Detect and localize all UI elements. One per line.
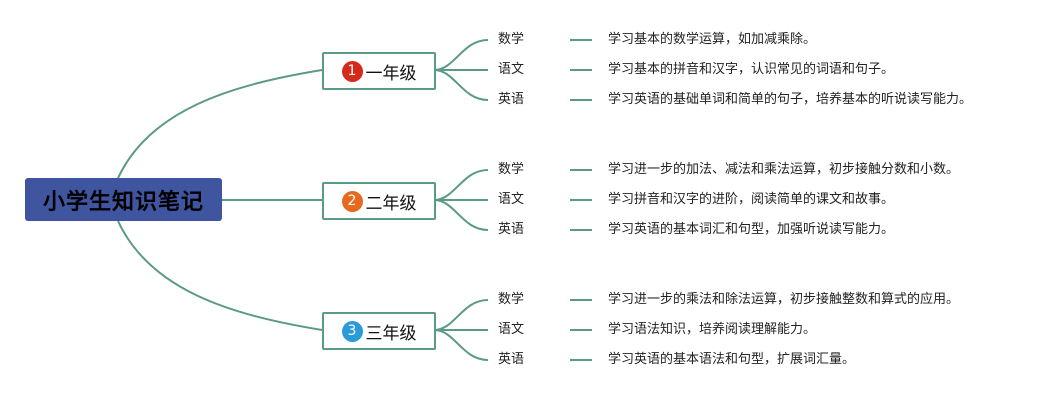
- subject-branch-line: [433, 69, 489, 101]
- subject-branch-line: [433, 169, 489, 201]
- subject-branch-line: [433, 299, 489, 331]
- subject-node[interactable]: 英语: [498, 92, 525, 107]
- subject-description[interactable]: 学习英语的基础单词和简单的句子，培养基本的听说读写能力。: [608, 92, 973, 107]
- subject-node[interactable]: 语文: [498, 62, 525, 77]
- subject-branch-line: [433, 39, 489, 71]
- subject-node[interactable]: 数学: [498, 162, 525, 177]
- subject-node[interactable]: 语文: [498, 192, 525, 207]
- grade-label: 一年级: [365, 63, 417, 84]
- subject-node[interactable]: 英语: [498, 222, 525, 237]
- subject-description[interactable]: 学习语法知识，培养阅读理解能力。: [608, 322, 817, 337]
- number-badge-icon: 2: [341, 190, 363, 212]
- root-node[interactable]: 小学生知识笔记: [25, 178, 222, 221]
- subject-node[interactable]: 数学: [498, 292, 525, 307]
- subject-description[interactable]: 学习进一步的加法、减法和乘法运算，初步接触分数和小数。: [608, 162, 960, 177]
- grade-label: 二年级: [365, 193, 417, 214]
- number-badge-icon: 1: [341, 60, 363, 82]
- root-branch-line: [117, 69, 323, 179]
- root-branch-line: [117, 220, 323, 331]
- subject-description[interactable]: 学习基本的拼音和汉字，认识常见的词语和句子。: [608, 62, 895, 77]
- subject-description[interactable]: 学习进一步的乘法和除法运算，初步接触整数和算式的应用。: [608, 292, 960, 307]
- subject-node[interactable]: 数学: [498, 32, 525, 47]
- subject-description[interactable]: 学习英语的基本语法和句型，扩展词汇量。: [608, 352, 856, 367]
- number-badge-icon: 3: [341, 320, 363, 342]
- subject-description[interactable]: 学习英语的基本词汇和句型，加强听说读写能力。: [608, 222, 895, 237]
- subject-description[interactable]: 学习基本的数学运算，如加减乘除。: [608, 32, 817, 47]
- subject-description[interactable]: 学习拼音和汉字的进阶，阅读简单的课文和故事。: [608, 192, 895, 207]
- grade-label: 三年级: [365, 323, 417, 344]
- subject-node[interactable]: 语文: [498, 322, 525, 337]
- subject-branch-line: [433, 199, 489, 231]
- subject-branch-line: [433, 329, 489, 361]
- root-title: 小学生知识笔记: [42, 189, 204, 215]
- subject-node[interactable]: 英语: [498, 352, 525, 367]
